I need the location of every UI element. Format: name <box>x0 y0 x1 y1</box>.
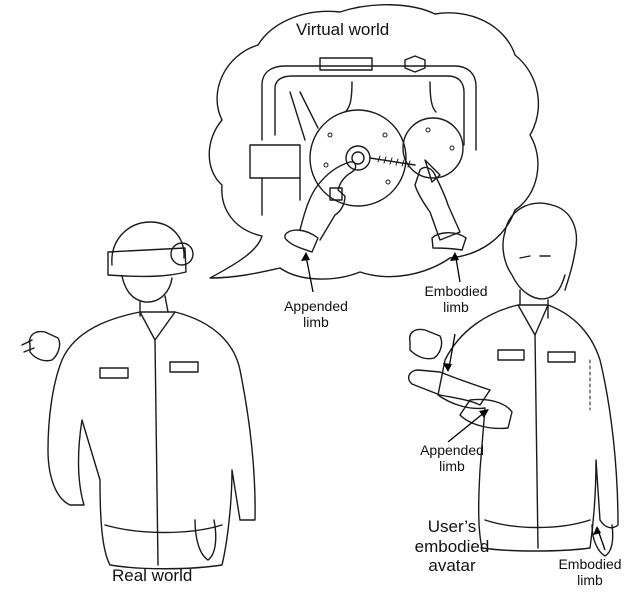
appended-limb-top-line2: limb <box>303 314 329 331</box>
arrow-embodied-limb-mid <box>448 333 456 369</box>
arrow-appended-limb-top <box>305 255 314 293</box>
arrow-appended-limb-right <box>447 411 486 443</box>
appended-limb-right-line2: limb <box>439 458 465 475</box>
avatar-label-line3: avatar <box>428 556 476 576</box>
appended-limb-right-line1: Appended <box>420 442 484 458</box>
avatar-label-line1: User’s <box>427 517 477 536</box>
embodied-limb-bottom-line2: limb <box>577 572 603 589</box>
embodied-avatar-person <box>408 202 619 557</box>
avatar-label-line2: embodied <box>414 536 490 556</box>
embodied-limb-bottom-label: Embodied limb <box>545 556 635 588</box>
embodied-limb-top-line1: Embodied <box>424 283 488 299</box>
embodied-limb-top-label: Embodied limb <box>416 283 496 315</box>
arrow-embodied-limb-top <box>455 257 461 283</box>
virtual-machine <box>249 55 477 253</box>
appended-limb-right-label: Appended limb <box>407 442 497 474</box>
appended-limb-top-label: Appended limb <box>276 298 356 330</box>
avatar-label: User’s embodied avatar <box>412 517 492 576</box>
thought-bubble <box>208 4 540 280</box>
real-world-label: Real world <box>112 566 193 585</box>
embodied-limb-bottom-line1: Embodied <box>558 556 622 572</box>
real-world-person <box>21 221 256 570</box>
appended-limb-top-line1: Appended <box>284 298 348 314</box>
virtual-world-label: Virtual world <box>296 20 390 39</box>
embodied-limb-top-line2: limb <box>443 299 469 316</box>
label-arrows <box>301 252 606 551</box>
